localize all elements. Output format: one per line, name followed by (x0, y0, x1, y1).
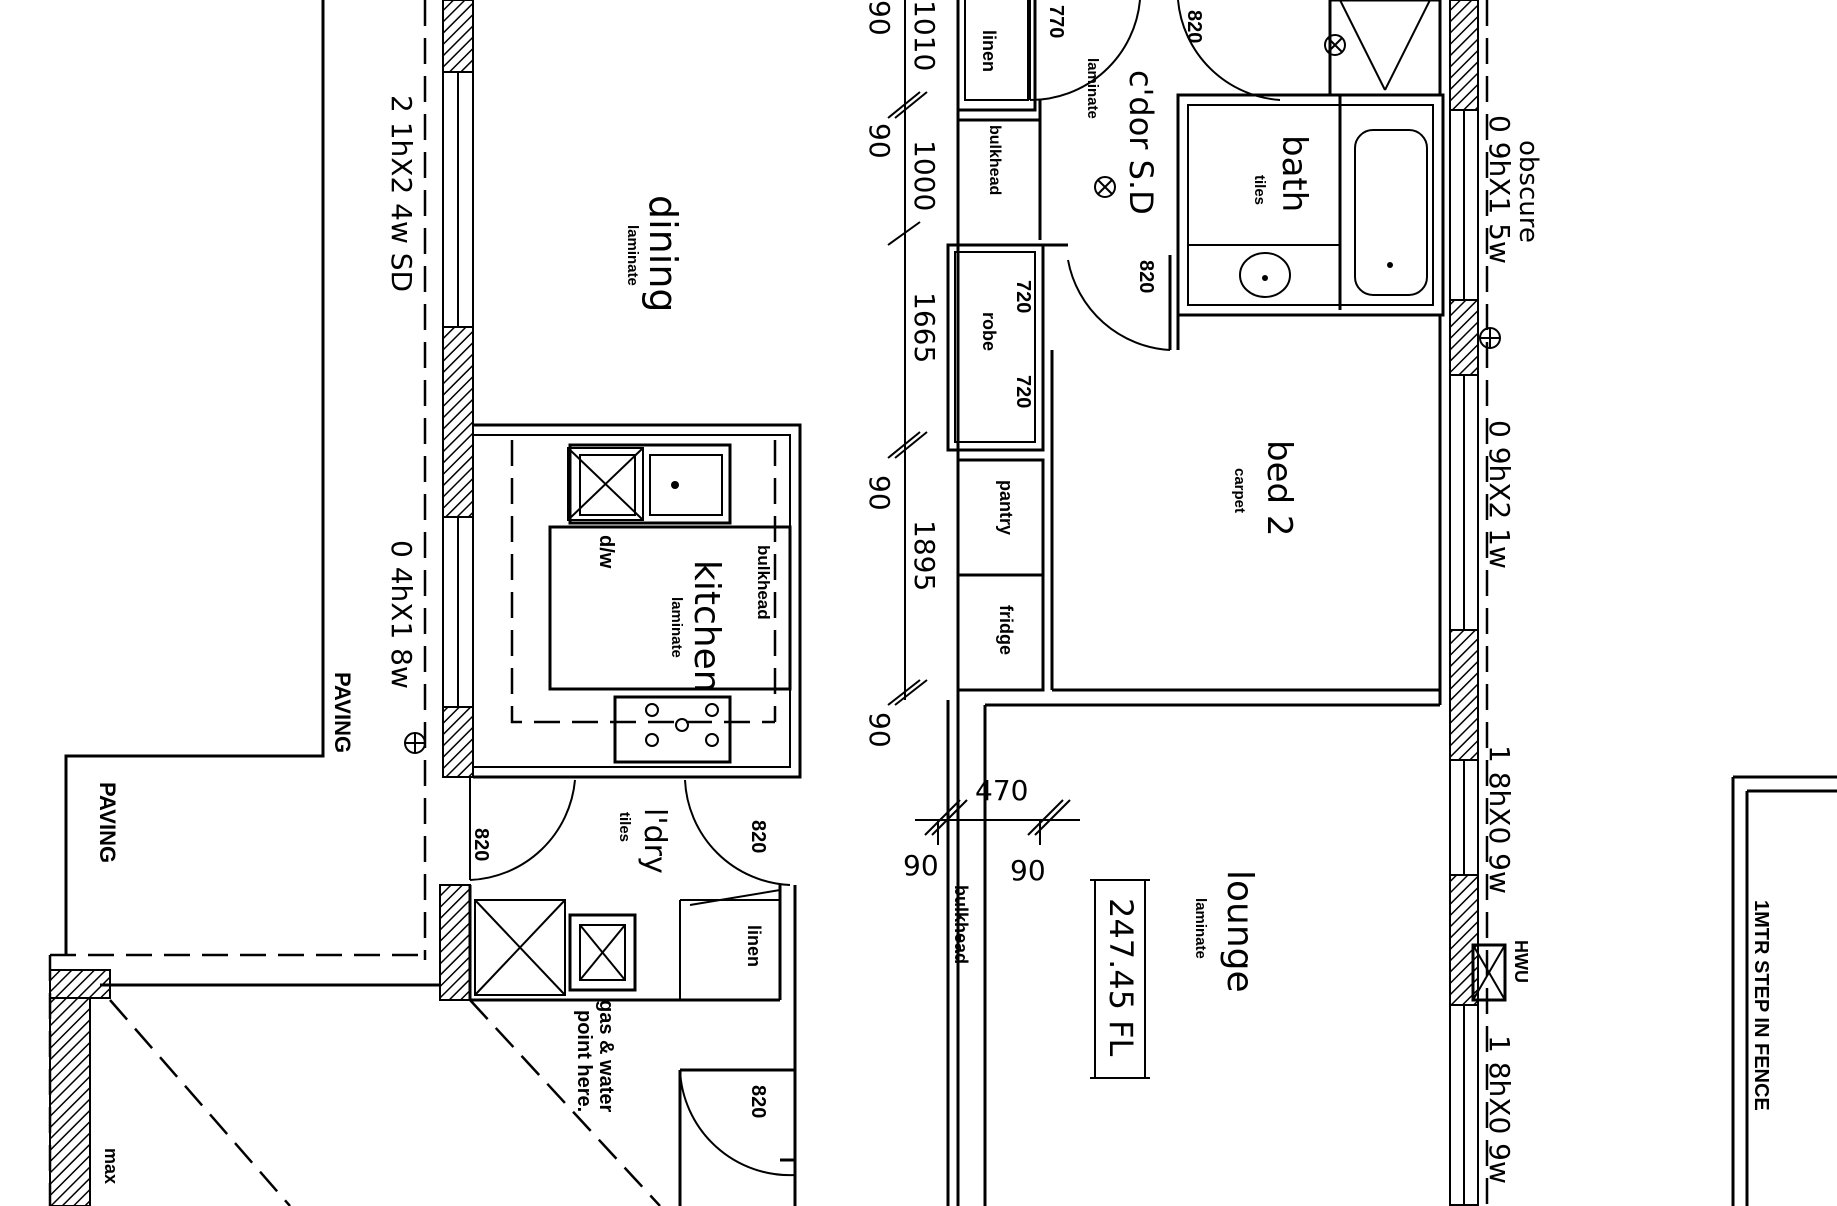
dim-90-a: 90 (863, 0, 896, 36)
laundry-block (439, 777, 797, 1206)
dim-90-b: 90 (863, 123, 896, 159)
room-dining-finish: laminate (624, 225, 641, 286)
room-laundry-finish: tiles (616, 812, 633, 842)
washer-icon (474, 899, 566, 996)
floor-level-marker (1090, 879, 1150, 1079)
hwu-label: HWU (1511, 940, 1531, 983)
max-label: max (101, 1148, 121, 1184)
right-external-wall (1052, 0, 1507, 1206)
window-bed2-label: 0 9hX2 1w (1483, 420, 1516, 569)
room-laundry-name: l'dry (637, 808, 672, 874)
room-bed2-name: bed 2 (1259, 440, 1299, 537)
paving-corner (48, 953, 661, 1206)
room-corridor-finish: laminate (1084, 58, 1101, 119)
bathtub-icon (1354, 129, 1428, 296)
room-dining-name: dining (641, 195, 685, 313)
basin-icon (1239, 252, 1291, 298)
window-bath-label: 0 9hX1 5w (1483, 115, 1516, 264)
room-labels: dining laminate kitchen laminate l'dry t… (616, 58, 1314, 993)
gas-water-line-1: gas & water (595, 1000, 617, 1112)
kitchen-block (473, 423, 802, 779)
dishwasher-icon (567, 447, 644, 521)
dim-1665: 1665 (908, 292, 941, 363)
room-bed2-finish: carpet (1231, 468, 1248, 513)
room-lounge-name: lounge (1219, 870, 1260, 993)
dim-90-c: 90 (863, 475, 896, 511)
outdoor-light-icon (404, 327, 1501, 754)
dim-820-laundry-3: 820 (747, 1085, 769, 1118)
annotation-labels: PAVING PAVING gas & water point here. 24… (95, 672, 1772, 1184)
bath-block (1176, 0, 1445, 317)
dim-1010: 1010 (908, 0, 941, 71)
dim-90-f: 90 (1010, 854, 1046, 887)
dim-820-bath: 820 (1135, 260, 1157, 293)
bulkhead-kitchen-label: bulkhead (754, 545, 773, 620)
dim-90-e: 90 (903, 849, 939, 882)
window-labels: 2 1hX2 4w SD 0 4hX1 8w obscure 0 9hX1 5w… (385, 95, 1543, 1184)
gas-water-line-2: point here. (573, 1010, 595, 1112)
bulkhead-corridor-label: bulkhead (986, 125, 1003, 195)
fence-note: 1MTR STEP IN FENCE (1750, 900, 1772, 1111)
trough-icon (568, 913, 637, 992)
room-kitchen-name: kitchen (686, 560, 727, 693)
window-lounge-1-label: 1 8hX0 9w (1483, 745, 1516, 894)
bulkhead-lounge-label: bulkhead (951, 885, 971, 964)
room-kitchen-finish: laminate (668, 597, 685, 658)
central-storage-zone (946, 0, 1440, 1206)
floor-level-label: 247.45 FL (1102, 898, 1140, 1057)
window-bath-note: obscure (1513, 140, 1543, 243)
window-lounge-2-label: 1 8hX0 9w (1483, 1035, 1516, 1184)
window-kitchen-label: 0 4hX1 8w (385, 540, 418, 689)
paving-label-2: PAVING (95, 782, 120, 863)
room-bath-name: bath (1274, 135, 1314, 212)
site-boundary (64, 0, 1837, 1206)
dim-820-laundry-2: 820 (747, 820, 769, 853)
dim-1895: 1895 (908, 520, 941, 591)
pantry-label: pantry (996, 480, 1016, 535)
dim-470: 470 (975, 774, 1028, 807)
linen-laundry-label: linen (744, 925, 764, 967)
sink-icon (568, 443, 732, 525)
dishwasher-label: d/w (595, 535, 617, 569)
robe-label: robe (979, 312, 999, 351)
paving-label-1: PAVING (330, 672, 355, 753)
dim-820-laundry-1: 820 (470, 828, 492, 861)
linen-top-label: linen (979, 30, 999, 72)
fixture-labels: linen bulkhead robe pantry fridge bulkhe… (595, 30, 1531, 983)
window-dining-label: 2 1hX2 4w SD (385, 95, 418, 292)
room-lounge-finish: laminate (1192, 898, 1209, 959)
dimension-labels: 820 770 1010 90 90 1000 820 720 720 1665… (470, 0, 1205, 1118)
dim-720-b: 720 (1012, 375, 1034, 408)
room-corridor-name: c'dor S.D (1122, 70, 1160, 215)
dim-90-d: 90 (863, 712, 896, 748)
shower-icon (1328, 0, 1442, 97)
dim-770: 770 (1045, 5, 1067, 38)
room-bath-finish: tiles (1251, 175, 1268, 205)
fridge-label: fridge (996, 605, 1016, 655)
exhaust-fan-icon (1324, 34, 1346, 56)
dim-820-top: 820 (1183, 10, 1205, 43)
left-external-wall (423, 0, 474, 960)
cooktop-icon (613, 695, 732, 764)
dim-1000: 1000 (908, 140, 941, 211)
dim-720-a: 720 (1012, 280, 1034, 313)
hwu-icon (1471, 943, 1507, 1002)
smoke-detector-icon (1094, 176, 1116, 198)
